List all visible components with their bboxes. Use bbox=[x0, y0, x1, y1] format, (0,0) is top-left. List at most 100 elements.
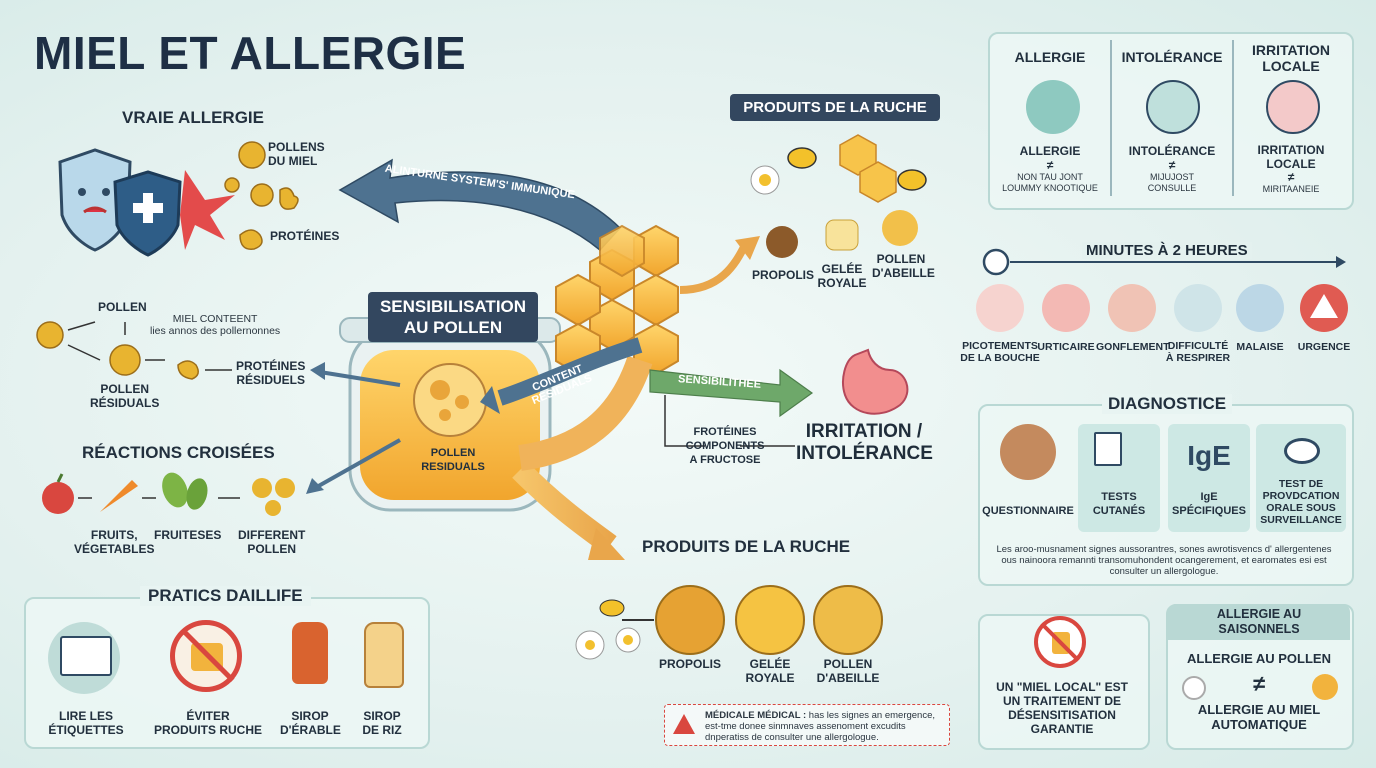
products-bottom-icons bbox=[575, 585, 883, 660]
produit-bottom-2: GELÉE ROYALE bbox=[745, 657, 795, 685]
warning-icon bbox=[673, 714, 695, 734]
compare-title-2: INTOLÉRANCE bbox=[1121, 49, 1223, 65]
saison-heading: ALLERGIE AU SAISONNELS bbox=[1216, 607, 1302, 636]
honeycomb-cluster bbox=[555, 224, 679, 376]
hand-icon bbox=[1146, 80, 1200, 134]
vraie-allergie-heading: VRAIE ALLERGIE bbox=[122, 108, 264, 127]
pratics-heading: PRATICS DAILLIFE bbox=[140, 586, 311, 606]
timeline-step-2: URTICAIRE bbox=[1037, 341, 1095, 353]
food-icons bbox=[42, 472, 295, 516]
malaise-icon bbox=[1236, 284, 1284, 332]
eye-icon bbox=[1284, 438, 1320, 464]
skin-irritation-icon bbox=[1266, 80, 1320, 134]
sensibilisation-box: SENSIBILISATION AU POLLEN bbox=[368, 292, 538, 342]
flower-icon bbox=[1182, 676, 1206, 700]
compare-title-3: IRRITATION LOCALE bbox=[1251, 42, 1331, 74]
pollens-label: POLLENS DU MIEL bbox=[268, 140, 325, 168]
medical-note-bold: MÉDICALE MÉDICAL : bbox=[705, 710, 807, 721]
arrow-content-residuals bbox=[497, 337, 643, 406]
different-pollen-label: DIFFERENT POLLEN bbox=[238, 528, 306, 556]
immune-arrow bbox=[338, 158, 622, 252]
clipboard-icon bbox=[1094, 432, 1122, 466]
saison-neq: ≠ bbox=[1252, 671, 1266, 696]
produits-top-heading: PRODUITS DE LA RUCHE bbox=[730, 94, 940, 121]
divider bbox=[1232, 40, 1234, 196]
diagnostic-heading: DIAGNOSTICE bbox=[1102, 394, 1233, 414]
diagnostic-note: Les aroo-musnament signes aussorantres, … bbox=[996, 544, 1332, 577]
compare-sub-3: IRRITATION LOCALE bbox=[1257, 143, 1325, 171]
rice-syrup-icon bbox=[364, 622, 404, 688]
timeline-step-5: MALAISE bbox=[1236, 341, 1284, 353]
arrow-curve bbox=[518, 355, 653, 471]
labels-icon bbox=[48, 622, 120, 694]
pollen-label: POLLEN bbox=[98, 300, 147, 314]
saison-top: ALLERGIE AU POLLEN bbox=[1187, 651, 1331, 666]
compare-title-1: ALLERGIE bbox=[1014, 49, 1086, 65]
breathing-icon bbox=[1174, 284, 1222, 332]
compare-sub-1: ALLERGIE bbox=[1019, 144, 1081, 158]
green-arrow bbox=[649, 368, 814, 418]
honey-jar bbox=[339, 317, 561, 512]
stomach-icon bbox=[842, 348, 909, 415]
timeline-step-3: GONFLEMENT bbox=[1096, 341, 1170, 353]
timeline-step-6: URGENCE bbox=[1297, 341, 1351, 353]
divider bbox=[1110, 40, 1112, 196]
shield-character bbox=[58, 148, 235, 257]
pollen-residuals-label: POLLEN RÉSIDUALS bbox=[90, 382, 160, 410]
urgence-icon bbox=[1300, 284, 1348, 332]
produit-bottom-1: PROPOLIS bbox=[658, 657, 721, 671]
fruits-label: FRUITS, VÉGETABLES bbox=[74, 528, 155, 556]
ige-card bbox=[1168, 424, 1250, 532]
pollen-flow-icons bbox=[36, 321, 199, 380]
timeline-step-4: DIFFICULTÉ À RESPIRER bbox=[1165, 340, 1231, 364]
medical-note: MÉDICALE MÉDICAL : has les signes an eme… bbox=[664, 704, 950, 746]
diagnostic-item-3: IgE SPÉCIFIQUES bbox=[1172, 491, 1246, 517]
compare-sub-2: INTOLÉRANCE bbox=[1128, 144, 1216, 158]
miel-local-text: UN "MIEL LOCAL" EST UN TRAITEMENT DE DÉS… bbox=[996, 680, 1128, 736]
swelling-icon bbox=[1108, 284, 1156, 332]
page-title: MIEL ET ALLERGIE bbox=[34, 27, 467, 79]
saison-bottom: ALLERGIE AU MIEL AUTOMATIQUE bbox=[1197, 702, 1321, 732]
products-top-icons bbox=[750, 134, 927, 258]
produits-bottom-heading: PRODUITS DE LA RUCHE bbox=[642, 537, 851, 556]
pratic-item-1: LIRE LES ÉTIQUETTES bbox=[48, 709, 124, 737]
irritation-label: IRRITATION / INTOLÉRANCE bbox=[796, 421, 933, 464]
compare-neq-3: ≠ bbox=[1287, 170, 1295, 184]
doctor-icon bbox=[1000, 424, 1056, 480]
frotenes-label: FROTÉINES COMPONENTS A FRUCTOSE bbox=[685, 426, 765, 466]
proteines-label: PROTÉINES bbox=[270, 229, 340, 243]
compare-desc-2: MIJUJOST CONSULLE bbox=[1147, 172, 1197, 193]
saison-header-bg bbox=[1168, 604, 1350, 640]
no-hive-products-icon bbox=[170, 620, 242, 692]
produit-top-3: POLLEN D'ABEILLE bbox=[872, 252, 935, 280]
jar-label: POLLEN RESIDUALS bbox=[421, 447, 485, 473]
no-local-honey-icon bbox=[1034, 616, 1086, 668]
timeline-heading: MINUTES À 2 HEURES bbox=[1082, 242, 1252, 259]
compare-desc-1: NON TAU JONT LOUMMY KNOOTIQUE bbox=[1002, 172, 1098, 193]
medical-note-text: has les signes an emergence, est-tme don… bbox=[705, 710, 936, 743]
fruiteses-label: FRUITESES bbox=[154, 528, 222, 542]
miel-contient-label: MIEL CONTEENT lies annos des pollernonne… bbox=[150, 313, 281, 337]
mouth-icon bbox=[976, 284, 1024, 332]
produit-top-1: PROPOLIS bbox=[752, 268, 815, 282]
ige-big-label: IgE bbox=[1187, 440, 1231, 471]
reactions-heading: RÉACTIONS CROISÉES bbox=[82, 443, 275, 462]
compare-neq-1: ≠ bbox=[1046, 158, 1054, 172]
diagnostic-item-1: QUESTIONNAIRE bbox=[982, 505, 1074, 517]
pratic-item-3: SIROP D'ÉRABLE bbox=[280, 709, 341, 737]
pratic-item-4: SIROP DE RIZ bbox=[362, 709, 402, 737]
pratic-item-2: ÉVITER PRODUITS RUCHE bbox=[153, 709, 262, 737]
sunflower-icon bbox=[1312, 674, 1338, 700]
pollen-grains-top bbox=[224, 141, 299, 250]
timeline-step-1: PICOTEMENTS DE LA BOUCHE bbox=[960, 340, 1040, 364]
diagnostic-item-2: TESTS CUTANÉS bbox=[1092, 491, 1146, 517]
produit-top-2: GELÉE ROYALE bbox=[817, 262, 867, 290]
arrow-to-products-top bbox=[679, 243, 749, 294]
proteines-residuels-label: PROTÉINES RÉSIDUELS bbox=[236, 359, 306, 387]
hives-icon bbox=[1042, 284, 1090, 332]
compare-desc-3: MIRITAANEIE bbox=[1262, 184, 1320, 194]
diagnostic-item-4: TEST DE PROVDCATION ORALE SOUS SURVEILLA… bbox=[1260, 478, 1342, 526]
allergy-face-icon bbox=[1026, 80, 1080, 134]
produit-bottom-3: POLLEN D'ABEILLE bbox=[816, 657, 880, 685]
